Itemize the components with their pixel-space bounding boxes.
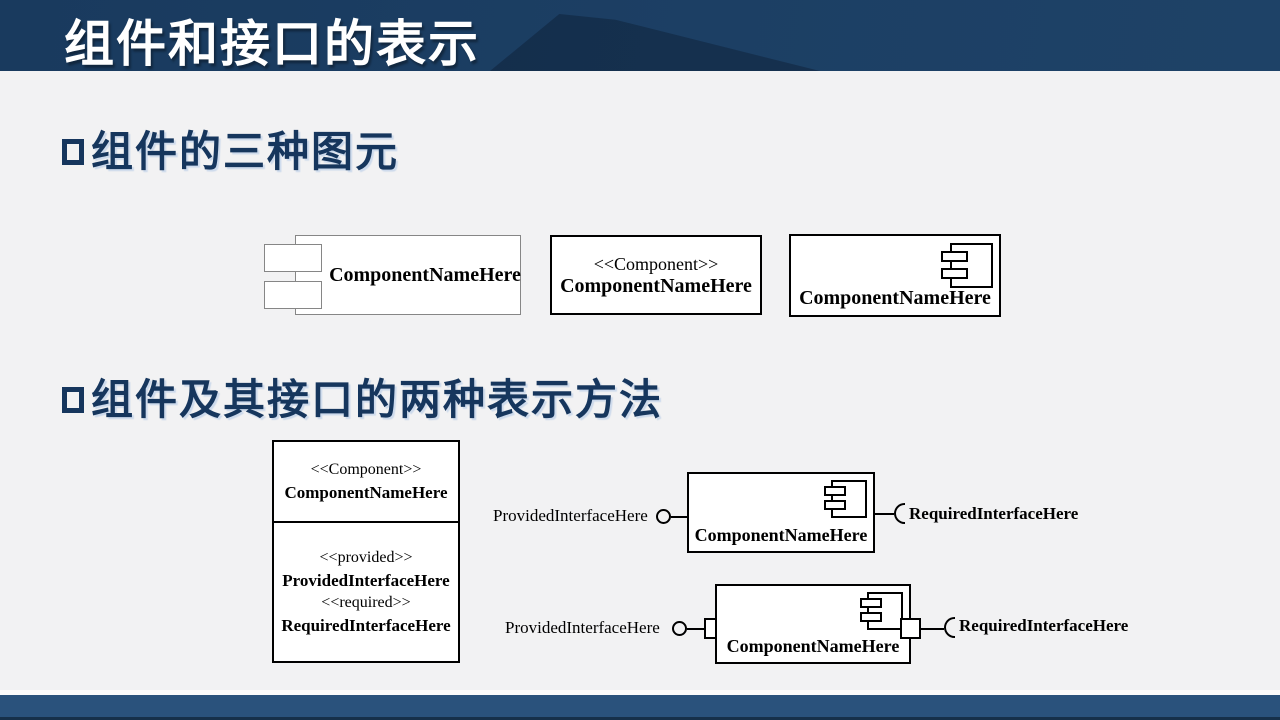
component-name: ComponentNameHere (560, 274, 752, 297)
provided-interface-label: ProvidedInterfaceHere (505, 618, 660, 637)
component-icon-body (950, 243, 993, 288)
provided-stereotype: <<provided>> (319, 549, 413, 566)
section2-heading-text: 组件及其接口的两种表示方法 (91, 376, 664, 423)
footer-dark-edge (0, 717, 1280, 720)
required-interface-label: RequiredInterfaceHere (959, 616, 1129, 635)
component-tab-top (264, 244, 322, 272)
section2-heading: 组件及其接口的两种表示方法 (62, 366, 663, 427)
square-bullet-icon (62, 387, 84, 413)
uml-component-iconified-box: ComponentNameHere (789, 234, 1001, 317)
provided-interface-name: ProvidedInterfaceHere (282, 571, 450, 590)
required-interface-label: RequiredInterfaceHere (909, 504, 1079, 523)
required-stereotype: <<required>> (321, 594, 411, 611)
provided-ball-icon (672, 621, 687, 636)
component-icon-tab-bottom (941, 268, 968, 279)
component-icon-tab-top (941, 251, 968, 262)
connector-line (687, 628, 705, 630)
building-silhouette-decoration (490, 14, 820, 71)
component-icon (941, 243, 993, 288)
uml-component-stereotyped-box: <<Component>> ComponentNameHere (550, 235, 762, 315)
component-icon-tab-top (824, 486, 846, 496)
required-socket-icon (944, 617, 955, 638)
footer-white-strip (0, 690, 1280, 695)
footer-blue-bar (0, 695, 1280, 717)
page-title: 组件和接口的表示 (64, 16, 480, 72)
component-body (295, 235, 521, 315)
port-square-right (900, 618, 921, 639)
component-tab-bottom (264, 281, 322, 309)
connector-line (671, 516, 687, 518)
required-socket-icon (894, 503, 905, 524)
component-icon-tab-top (860, 598, 882, 608)
component-icon-tab-bottom (860, 612, 882, 622)
component-box-notation2: ComponentNameHere (715, 584, 911, 664)
header-banner: 组件和接口的表示 (0, 0, 1280, 72)
component-name: ComponentNameHere (284, 483, 448, 502)
component-box-notation1: ComponentNameHere (687, 472, 875, 553)
connector-line (921, 628, 944, 630)
component-name: ComponentNameHere (799, 287, 991, 309)
component-name: ComponentNameHere (726, 636, 900, 656)
component-icon (824, 480, 867, 518)
component-stereotype: <<Component>> (310, 461, 422, 478)
section1-heading-text: 组件的三种图元 (91, 128, 400, 175)
component-with-listed-interfaces-box: <<Component>> ComponentNameHere <<provid… (272, 440, 460, 663)
uml-component-classic-shape: ComponentNameHere (264, 235, 522, 315)
component-icon-tab-bottom (824, 500, 846, 510)
component-name: ComponentNameHere (329, 263, 521, 286)
section1-heading: 组件的三种图元 (62, 118, 399, 179)
square-bullet-icon (62, 139, 84, 165)
provided-interface-label: ProvidedInterfaceHere (493, 506, 648, 525)
interface-list-compartment: <<provided>> ProvidedInterfaceHere <<req… (274, 523, 458, 661)
component-name-compartment: <<Component>> ComponentNameHere (274, 442, 458, 523)
required-interface-name: RequiredInterfaceHere (281, 616, 451, 635)
component-name: ComponentNameHere (694, 525, 868, 545)
provided-ball-icon (656, 509, 671, 524)
connector-line (875, 513, 894, 515)
component-icon (860, 592, 903, 630)
component-stereotype: <<Component>> (593, 253, 719, 274)
